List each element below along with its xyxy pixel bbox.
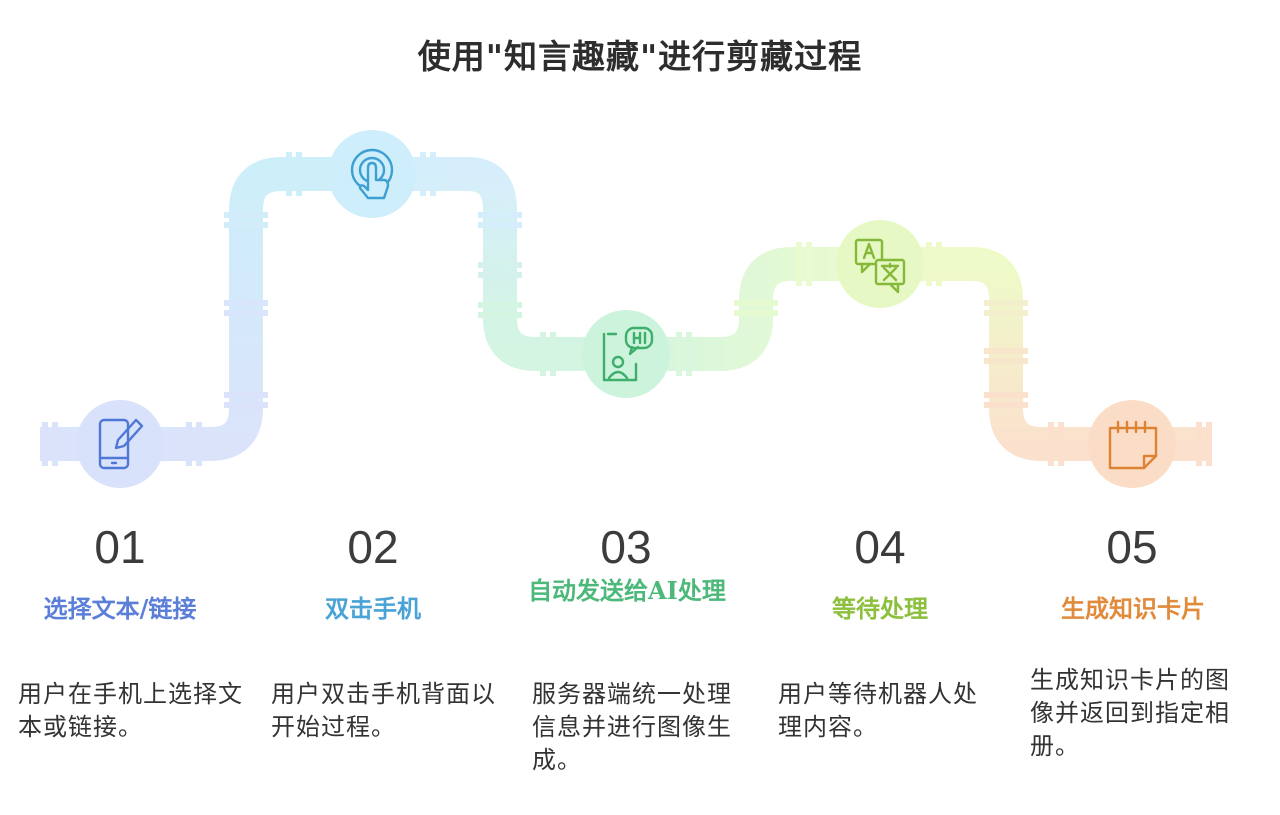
pipe-segment-3 bbox=[610, 247, 865, 371]
step-1-number: 01 bbox=[94, 521, 146, 573]
step-4-number: 04 bbox=[854, 521, 906, 573]
step-4-node bbox=[836, 220, 924, 308]
step-1-node bbox=[76, 400, 164, 488]
chat-user-icon bbox=[602, 326, 654, 382]
phone-edit-icon bbox=[98, 418, 144, 470]
step-3-number: 03 bbox=[600, 521, 652, 573]
step-2-description: 用户双击手机背面以开始过程。 bbox=[271, 680, 496, 741]
pipe-joints bbox=[42, 152, 1212, 466]
page-title: 使用"知言趣藏"进行剪藏过程 bbox=[417, 37, 863, 76]
pipeline-diagram bbox=[40, 130, 1212, 488]
notepad-icon bbox=[1108, 420, 1158, 470]
step-2-node bbox=[328, 130, 416, 218]
step-5-number: 05 bbox=[1106, 521, 1158, 573]
step-3-node bbox=[582, 310, 670, 398]
step-4-description: 用户等待机器人处理内容。 bbox=[778, 680, 978, 741]
step-5-description: 生成知识卡片的图像并返回到指定相册。 bbox=[1030, 666, 1230, 760]
translate-icon bbox=[854, 238, 906, 294]
tap-gesture-icon bbox=[350, 148, 394, 200]
step-3-description: 服务器端统一处理信息并进行图像生成。 bbox=[532, 680, 732, 774]
step-4-label: 等待处理 bbox=[832, 594, 928, 623]
step-3-label: 自动发送给AI处理 bbox=[528, 576, 726, 605]
step-5-label: 生成知识卡片 bbox=[1061, 594, 1205, 623]
step-1-label: 选择文本/链接 bbox=[43, 594, 197, 623]
step-2-number: 02 bbox=[347, 521, 399, 573]
step-5-node bbox=[1088, 400, 1176, 488]
step-2-label: 双击手机 bbox=[325, 594, 421, 623]
step-1-description: 用户在手机上选择文本或链接。 bbox=[18, 680, 243, 741]
pipe-segment-1 bbox=[40, 157, 360, 461]
